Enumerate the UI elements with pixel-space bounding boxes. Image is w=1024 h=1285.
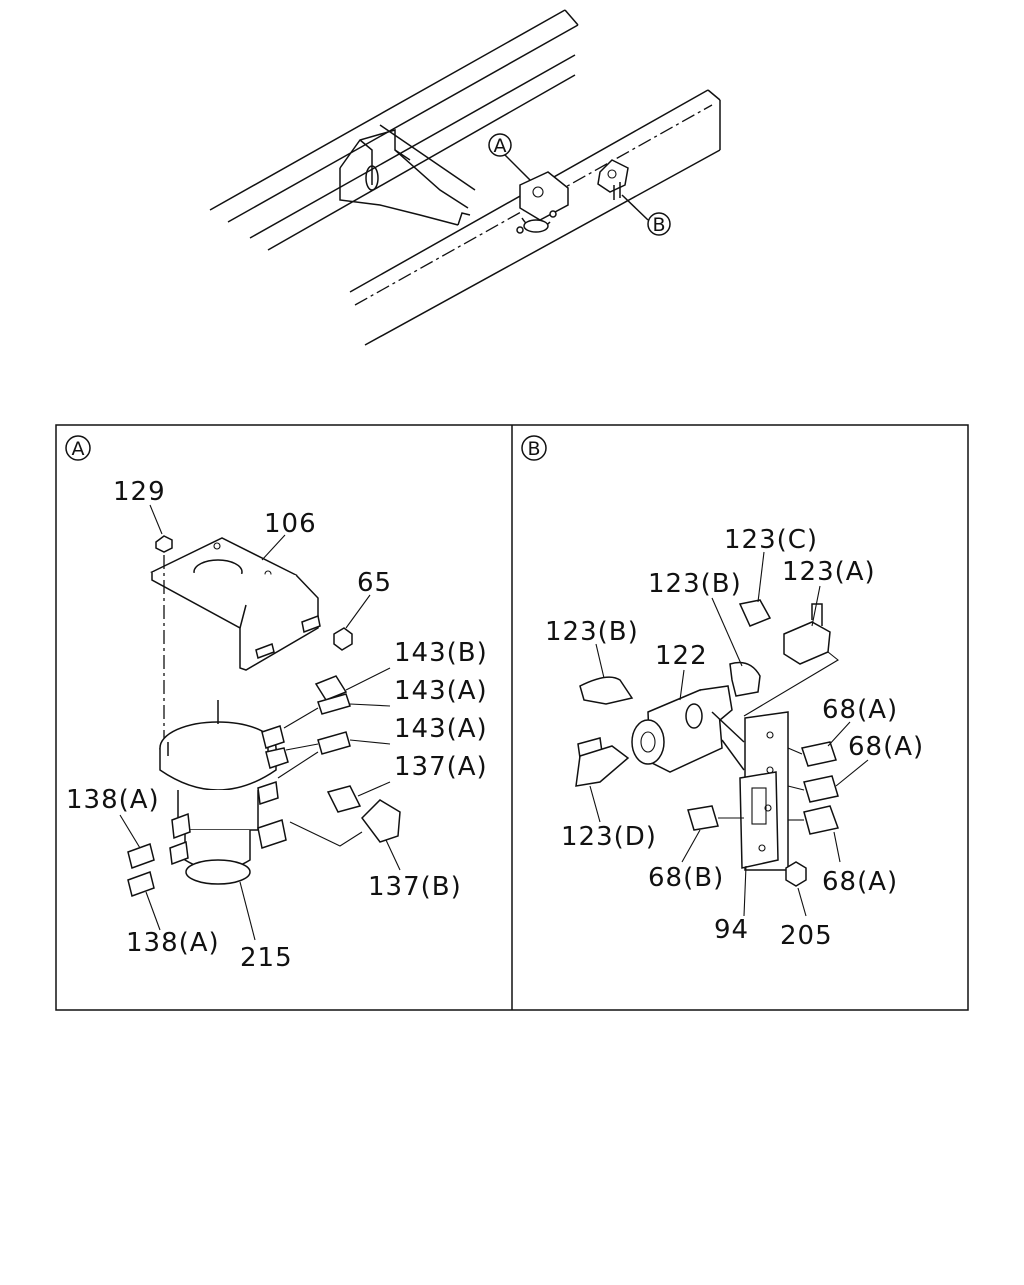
panel-a-tag: A <box>72 438 85 460</box>
label-68a-2: 68(A) <box>848 732 924 762</box>
bracket-94 <box>739 711 789 871</box>
bolt-68b <box>687 805 719 831</box>
label-137b: 137(B) <box>368 872 462 902</box>
label-138a-1: 138(A) <box>66 785 160 815</box>
label-68a-3: 68(A) <box>822 867 898 897</box>
nut-129 <box>155 535 173 553</box>
fitting-138a-2 <box>127 871 155 897</box>
fitting-123b-2 <box>579 676 634 705</box>
label-143b: 143(B) <box>394 638 488 668</box>
relay-valve-215 <box>159 700 289 885</box>
bolt-68a-2 <box>803 775 839 803</box>
label-123c: 123(C) <box>724 525 818 555</box>
panel-b-tag: B <box>527 438 540 460</box>
label-205: 205 <box>780 921 833 951</box>
callout-b-letter: B <box>652 214 665 236</box>
overview-valve-b <box>597 159 629 200</box>
callout-a-letter: A <box>494 135 507 157</box>
label-123d: 123(D) <box>561 822 657 852</box>
label-143a-2: 143(A) <box>394 714 488 744</box>
fitting-123a <box>783 603 831 665</box>
label-94: 94 <box>714 915 749 945</box>
bolt-65 <box>301 614 321 634</box>
fitting-143a-2 <box>317 731 351 755</box>
fitting-123c <box>738 599 772 627</box>
label-68b: 68(B) <box>648 863 724 893</box>
label-65: 65 <box>357 568 392 598</box>
bolt-68a-1 <box>801 741 837 767</box>
panel-b-tag-circle <box>521 435 547 461</box>
fitting-143b <box>314 675 348 701</box>
fitting-123b-1 <box>729 661 761 697</box>
label-143a-1: 143(A) <box>394 676 488 706</box>
valve-122 <box>631 685 745 773</box>
panel-a-tag-circle <box>65 435 91 461</box>
label-106: 106 <box>264 509 317 539</box>
bracket-106 <box>150 537 319 671</box>
nut-65 <box>333 627 353 651</box>
callout-b-circle <box>647 212 671 236</box>
label-123b-2: 123(B) <box>545 617 639 647</box>
label-68a-1: 68(A) <box>822 695 898 725</box>
overview-valve-a <box>516 171 569 234</box>
panel-b: B <box>521 435 924 951</box>
callout-a-circle <box>488 133 512 157</box>
nut-205 <box>785 861 807 887</box>
label-129: 129 <box>113 477 166 507</box>
label-123a: 123(A) <box>782 557 876 587</box>
fitting-137b <box>361 799 401 843</box>
fitting-123d <box>575 737 630 787</box>
fitting-138a-1 <box>127 843 155 869</box>
panel-a: A <box>65 435 488 973</box>
fitting-137a <box>326 785 362 813</box>
label-137a: 137(A) <box>394 752 488 782</box>
label-122: 122 <box>655 641 708 671</box>
bolt-68a-3 <box>803 805 839 835</box>
fitting-143a-1 <box>317 693 351 715</box>
chassis-overview: A B <box>209 9 721 346</box>
label-123b-1: 123(B) <box>648 569 742 599</box>
label-215: 215 <box>240 943 293 973</box>
label-138a-2: 138(A) <box>126 928 220 958</box>
